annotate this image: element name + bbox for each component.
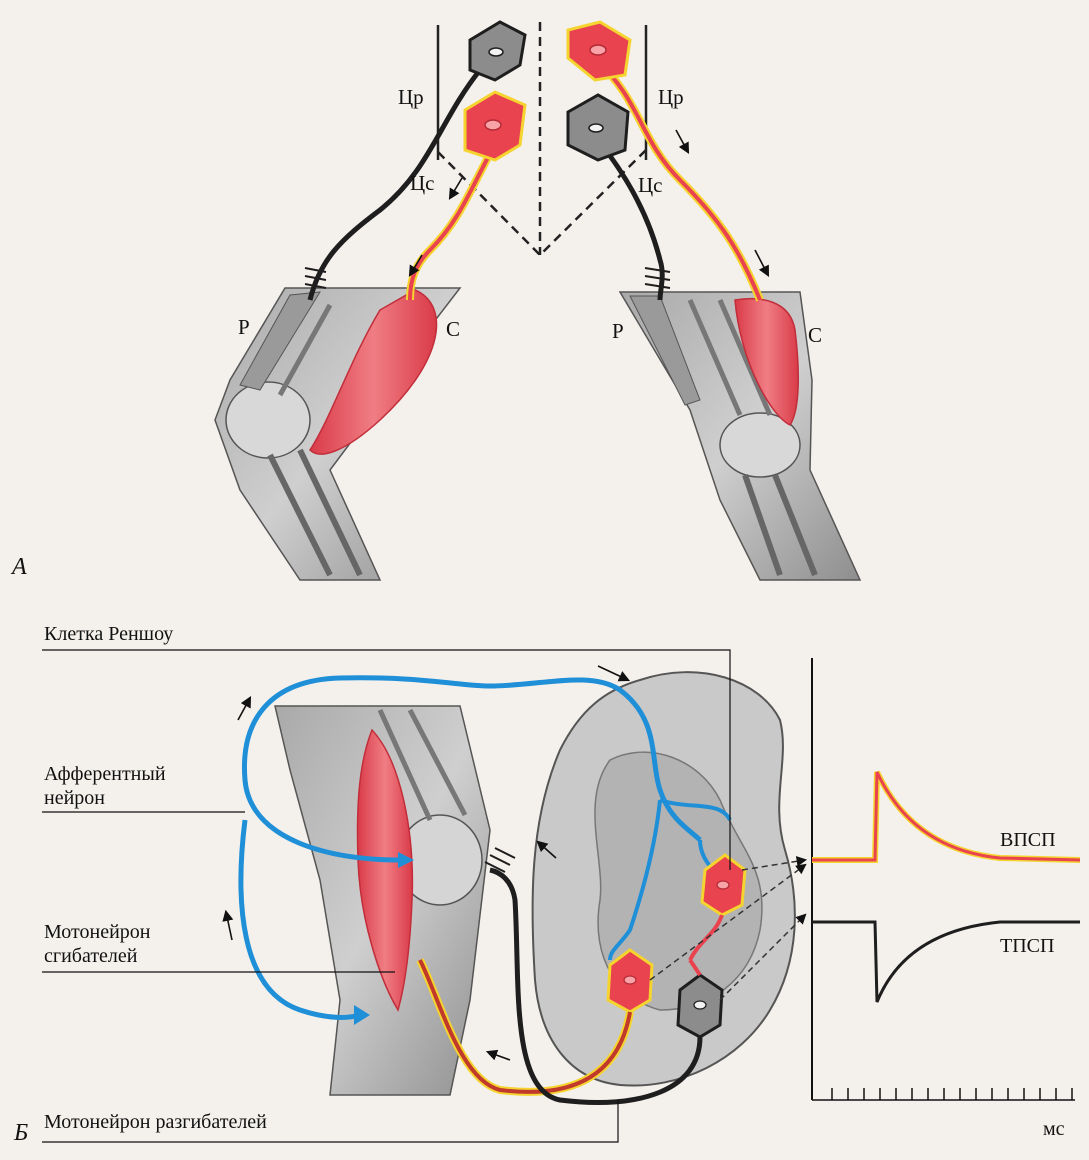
b-label-flexor-mn-1: Мотонейрон (44, 921, 151, 943)
b-label-afferent-2: нейрон (44, 787, 105, 809)
left-extensor-axon (310, 70, 480, 300)
panel-label-b: Б (13, 1120, 28, 1146)
panel-b: Клетка Реншоу Афферентный нейрон Мотоней… (13, 623, 1080, 1146)
right-extensor-nucleus (590, 45, 606, 55)
left-synapse-extensor (305, 268, 326, 288)
left-arrow-1 (450, 178, 462, 198)
label-a-left-c: С (446, 317, 460, 341)
left-leg (215, 288, 460, 580)
label-a-left-cr: Цр (398, 85, 424, 109)
right-arrow-1 (676, 130, 688, 152)
right-leg (620, 292, 860, 580)
b-label-epsp: ВПСП (1000, 829, 1056, 851)
label-a-right-cr: Цр (658, 85, 684, 109)
b-arrow-afferent-left (238, 698, 250, 720)
label-a-right-c: С (808, 323, 822, 347)
b-label-ipsp: ТПСП (1000, 935, 1054, 957)
b-ipsp-trace (812, 922, 1080, 1002)
panel-a: Цр Цс Р С Цр Цс Р С А (10, 22, 860, 580)
b-flexor-mn-nucleus (694, 1001, 706, 1009)
label-a-left-r: Р (238, 315, 250, 339)
b-arrow-afferent-top (598, 666, 628, 680)
label-a-right-cs: Цс (638, 173, 663, 197)
left-extensor-nucleus (489, 48, 503, 56)
label-a-right-r: Р (612, 319, 624, 343)
b-label-ms: мс (1043, 1118, 1065, 1140)
label-a-left-cs: Цс (410, 171, 435, 195)
b-flexor-synapse (485, 848, 515, 872)
left-knee-bone (226, 382, 310, 458)
b-label-extensor-mn: Мотонейрон разгибателей (44, 1111, 267, 1133)
b-label-renshaw: Клетка Реншоу (44, 623, 173, 645)
panel-label-a: А (10, 554, 27, 580)
b-arrow-afferent-low (226, 912, 232, 940)
b-time-ticks (832, 1088, 1072, 1100)
b-label-flexor-mn-2: сгибателей (44, 945, 138, 967)
b-label-afferent-1: Афферентный (44, 763, 166, 785)
right-arrow-2 (755, 250, 768, 275)
b-extensor-mn-nucleus (624, 976, 636, 984)
right-flexor-nucleus (589, 124, 603, 132)
b-renshaw-nucleus (717, 881, 729, 889)
left-flexor-nucleus (485, 120, 501, 130)
b-arrow-efferent-1 (488, 1052, 510, 1060)
right-synapse-flexor (645, 268, 670, 288)
